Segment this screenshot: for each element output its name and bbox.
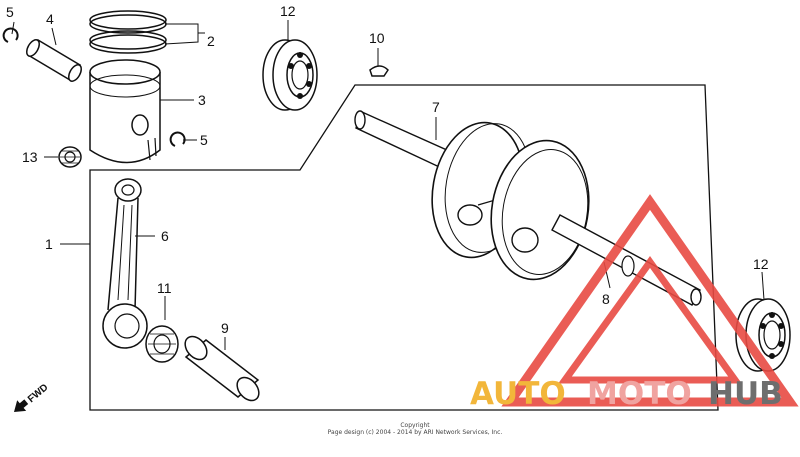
- callout-4: 4: [46, 11, 54, 27]
- needle-bearing-small-part: [58, 146, 82, 168]
- circlip-part-2: [169, 131, 186, 147]
- assembly-frame: [89, 84, 719, 411]
- piston-rings-part: [89, 10, 167, 54]
- circlip-part: [2, 27, 19, 43]
- connecting-rod-part: [102, 178, 148, 349]
- callout-12a: 12: [280, 3, 296, 19]
- callout-5a: 5: [6, 4, 14, 20]
- watermark-auto: AUTO: [470, 376, 566, 412]
- callout-10: 10: [369, 30, 385, 46]
- callout-1: 1: [45, 236, 53, 252]
- callout-8: 8: [602, 291, 610, 307]
- watermark-logo: [501, 194, 799, 407]
- callout-2: 2: [207, 33, 215, 49]
- woodruff-key-part: [369, 65, 389, 77]
- callout-3: 3: [198, 92, 206, 108]
- fwd-label: FWD: [26, 382, 51, 405]
- watermark-hub: HUB: [708, 376, 783, 412]
- callout-13: 13: [22, 149, 38, 165]
- piston-part: [89, 59, 161, 164]
- copyright-line-1: Copyright: [400, 422, 430, 429]
- needle-bearing-part: [145, 325, 179, 363]
- callout-11: 11: [157, 280, 172, 296]
- forward-arrow-icon: FWD: [14, 382, 51, 412]
- leader-lines: [11, 20, 765, 350]
- piston-pin-part: [26, 38, 82, 82]
- callout-9: 9: [221, 320, 229, 336]
- copyright-notice: Copyright Page design (c) 2004 - 2014 by…: [300, 422, 530, 436]
- callout-7: 7: [432, 99, 440, 115]
- watermark-moto: MOTO: [587, 376, 692, 412]
- callout-6: 6: [161, 228, 169, 244]
- copyright-line-2: Page design (c) 2004 - 2014 by ARI Netwo…: [327, 429, 503, 436]
- callout-12b: 12: [753, 256, 769, 272]
- callout-5b: 5: [200, 132, 208, 148]
- ball-bearing-top-part: [262, 39, 318, 111]
- crank-pin-part: [184, 335, 260, 402]
